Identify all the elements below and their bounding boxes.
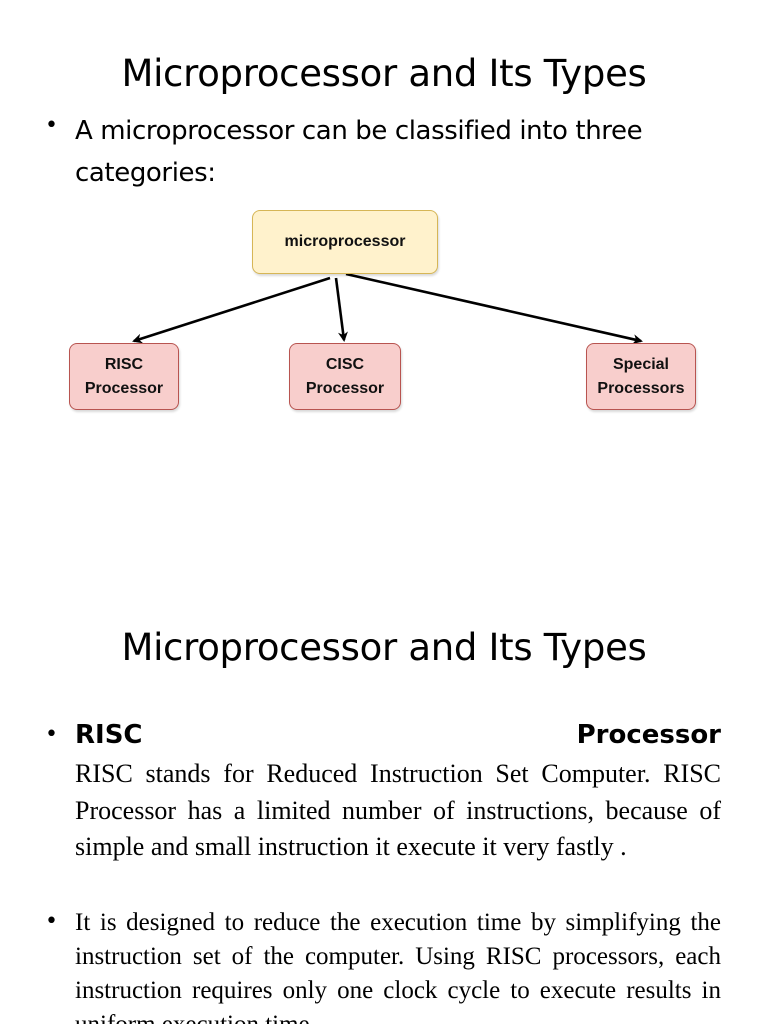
node-microprocessor: microprocessor <box>252 210 438 274</box>
node-special-line1: Special <box>612 355 669 373</box>
bullet-icon: • <box>45 722 58 747</box>
node-cisc-line2: Processor <box>305 379 385 397</box>
node-risc-processor: RISC Processor <box>69 343 179 410</box>
arrow-to-cisc <box>334 277 348 342</box>
slide-2-title: Microprocessor and Its Types <box>121 626 647 669</box>
risc-description-paragraph: RISC stands for Reduced Instruction Set … <box>75 759 721 861</box>
bullet-icon: • <box>45 113 58 138</box>
microprocessor-diagram <box>132 272 643 345</box>
risc-heading-left: RISC <box>75 720 143 750</box>
node-risc-line1: RISC <box>104 355 144 373</box>
arrow-to-special <box>345 272 643 345</box>
slide-1-bullet-text: A microprocessor can be classified into … <box>75 116 643 188</box>
slide-1-title: Microprocessor and Its Types <box>121 52 647 95</box>
node-risc-line2: Processor <box>84 379 164 397</box>
risc-heading-right: Processor <box>576 720 721 750</box>
slide-2: Microprocessor and Its Types • RISC Proc… <box>0 576 768 1024</box>
risc-heading: RISC Processor <box>75 718 721 752</box>
arrow-to-risc <box>132 276 331 344</box>
node-special-processors: Special Processors <box>586 343 696 410</box>
risc-design-paragraph: It is designed to reduce the execution t… <box>75 909 721 1024</box>
bullet-icon: • <box>45 909 58 934</box>
slide-1: Microprocessor and Its Types • A micropr… <box>45 52 696 410</box>
node-special-line2: Processors <box>597 379 685 397</box>
node-microprocessor-label: microprocessor <box>284 233 406 250</box>
node-cisc-line1: CISC <box>325 355 365 373</box>
node-cisc-processor: CISC Processor <box>289 343 401 410</box>
